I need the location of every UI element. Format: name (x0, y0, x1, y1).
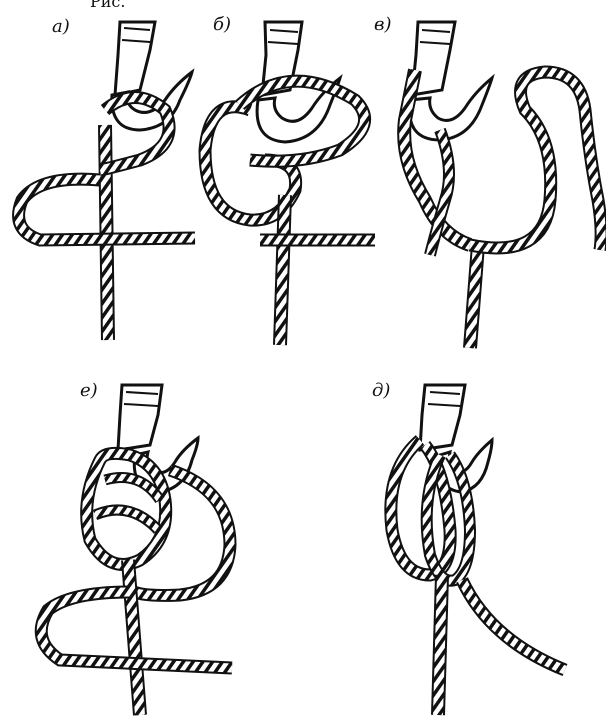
rope-running-end (462, 580, 565, 670)
panel-g-drawing (41, 385, 232, 715)
panel-a-drawing (19, 22, 195, 340)
panel-b-drawing (205, 22, 375, 345)
hook-shank-icon (115, 22, 155, 95)
panel-v-drawing (404, 22, 601, 348)
panel-d-drawing (391, 385, 565, 715)
